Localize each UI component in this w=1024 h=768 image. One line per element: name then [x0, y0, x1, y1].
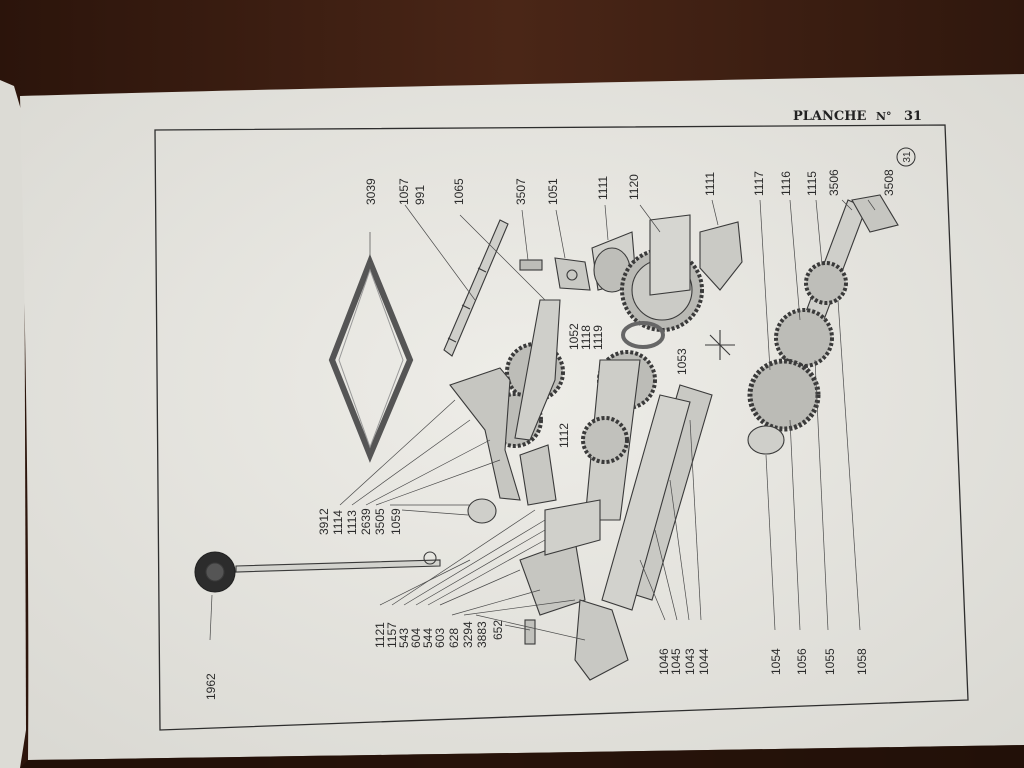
bearing-ring-part: [621, 321, 665, 349]
label-1117: 1117: [752, 171, 766, 196]
label-3039: 3039: [364, 178, 378, 205]
label-1046: 1046: [657, 648, 671, 675]
bushing-part: [519, 444, 557, 506]
block-part: [554, 257, 591, 291]
bottom-shadow: [20, 745, 1024, 768]
leader-lines: [209, 199, 876, 641]
svg-text:31: 31: [902, 151, 913, 163]
gear-lever-part: [194, 551, 441, 593]
plate-frame: [154, 124, 969, 731]
label-1051: 1051: [546, 178, 560, 205]
label-1116: 1116: [779, 171, 793, 196]
label-1962: 1962: [204, 673, 218, 700]
label-1115: 1115: [805, 171, 819, 196]
label-1056: 1056: [795, 648, 809, 675]
diamond-frame-part: [328, 253, 414, 463]
label-1120: 1120: [627, 174, 641, 200]
label-544: 544: [421, 628, 435, 648]
label-991: 991: [413, 185, 427, 205]
label-3507: 3507: [514, 178, 528, 205]
left-page-edge: [0, 80, 26, 768]
label-3505: 3505: [373, 508, 387, 535]
label-1113: 1113: [345, 510, 359, 535]
label-1111-b: 1111: [703, 172, 717, 196]
plate-number: 31: [904, 109, 922, 124]
label-3506: 3506: [827, 169, 841, 196]
label-1043: 1043: [683, 648, 697, 675]
part-labels: 3039 1057 991 1065 3507 1051 1111 1120 1…: [204, 169, 896, 700]
label-1045: 1045: [669, 648, 683, 675]
label-1059: 1059: [389, 508, 403, 535]
label-543: 543: [397, 628, 411, 648]
small-bushing-part: [467, 498, 497, 524]
right-gear-stack-part: [747, 194, 899, 432]
label-1112: 1112: [557, 423, 571, 448]
label-1111-a: 1111: [596, 176, 610, 200]
screw-652-part: [524, 619, 536, 645]
label-3883: 3883: [475, 621, 489, 648]
label-1058: 1058: [855, 648, 869, 675]
plate-label: PLANCHE: [793, 109, 867, 124]
label-3294: 3294: [461, 621, 475, 648]
label-1055: 1055: [823, 648, 837, 675]
small-screw-part: [519, 259, 543, 271]
label-1157: 1157: [385, 622, 399, 648]
fork-part: [699, 221, 743, 291]
label-652: 652: [491, 620, 505, 640]
label-604: 604: [409, 628, 423, 648]
label-1121: 1121: [373, 622, 387, 648]
label-1044: 1044: [697, 648, 711, 675]
main-shaft-part: [581, 350, 657, 521]
fork-rod-part: [601, 384, 713, 611]
corner-mark: 31: [896, 147, 916, 167]
label-1118: 1118: [579, 325, 593, 350]
mark-symbol: [705, 330, 735, 360]
label-3508: 3508: [882, 169, 896, 196]
label-603: 603: [433, 628, 447, 648]
lower-lever-part: [574, 599, 629, 681]
label-1057: 1057: [397, 178, 411, 205]
long-shaft-part: [443, 219, 509, 357]
label-1114: 1114: [331, 510, 345, 535]
plate-no-mark: N°: [876, 110, 892, 123]
label-1054: 1054: [769, 648, 783, 675]
plate-header: PLANCHE N° 31: [793, 109, 922, 124]
right-bushing-part: [747, 425, 785, 455]
label-2639: 2639: [359, 508, 373, 535]
label-3912: 3912: [317, 508, 331, 535]
label-1119: 1119: [591, 325, 605, 350]
label-1053: 1053: [675, 348, 689, 375]
label-1065: 1065: [452, 178, 466, 205]
label-1052: 1052: [567, 323, 581, 350]
label-628: 628: [447, 628, 461, 648]
